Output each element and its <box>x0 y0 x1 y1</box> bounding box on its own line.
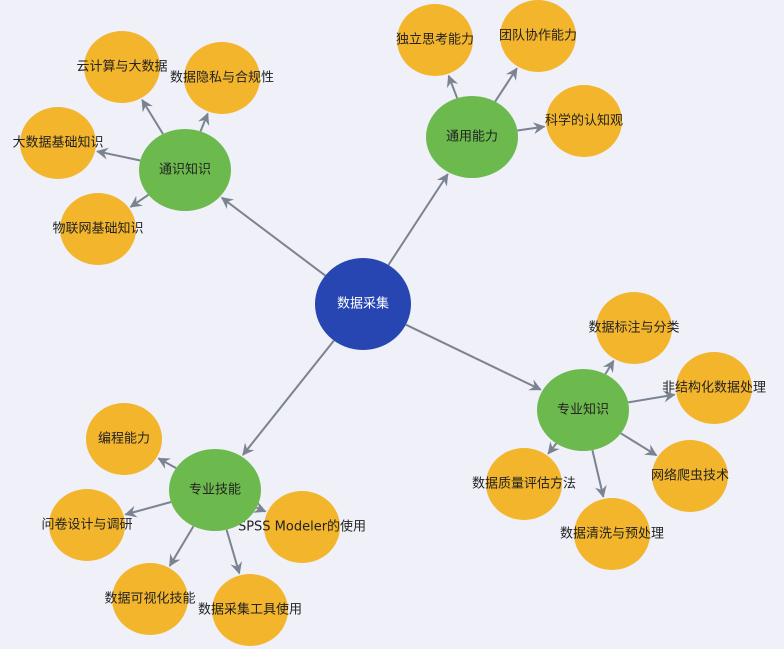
edge-g4-g4b <box>124 501 172 518</box>
group-node-g4[interactable]: 专业技能 <box>169 449 261 531</box>
edge-g4-g4e <box>253 501 267 513</box>
group-node-g1-circle <box>139 129 231 211</box>
leaf-node-g4b-circle <box>49 489 125 561</box>
leaf-node-g3d[interactable]: 数据清洗与预处理 <box>560 498 664 570</box>
leaf-node-g1d-circle <box>60 193 136 265</box>
leaf-node-g2c-circle <box>546 85 622 157</box>
leaf-node-g1a-circle <box>84 31 160 103</box>
edge-g1-g1b <box>198 112 210 132</box>
leaf-node-g2b[interactable]: 团队协作能力 <box>499 0 577 72</box>
edge-g2-g2b <box>494 67 518 103</box>
leaf-node-g1a-label: 云计算与大数据 <box>76 60 167 75</box>
leaf-node-g4a-circle <box>86 403 162 475</box>
group-node-g3-circle <box>537 369 629 451</box>
group-node-g2[interactable]: 通用能力 <box>426 96 518 178</box>
leaf-node-g2b-label: 团队协作能力 <box>499 29 577 44</box>
leaf-node-g4b[interactable]: 问卷设计与调研 <box>41 489 133 561</box>
edge-root-g1 <box>220 196 326 277</box>
group-node-g2-circle <box>426 96 518 178</box>
leaf-node-g2a[interactable]: 独立思考能力 <box>396 4 474 76</box>
group-node-g3[interactable]: 专业知识 <box>537 369 629 451</box>
edge-g3-g3a <box>602 359 615 375</box>
edge-g4-g4a <box>157 457 177 470</box>
leaf-node-g3c[interactable]: 网络爬虫技术 <box>651 440 729 512</box>
leaf-node-g4c[interactable]: 数据可视化技能 <box>104 563 196 635</box>
leaf-node-g3e-circle <box>486 448 562 520</box>
edge-g3-g3d <box>591 449 607 498</box>
leaf-node-g1a[interactable]: 云计算与大数据 <box>76 31 168 103</box>
edge-root-g2 <box>387 173 449 266</box>
leaf-node-g2c-label: 科学的认知观 <box>545 113 623 129</box>
leaf-node-g1b[interactable]: 数据隐私与合规性 <box>170 42 274 114</box>
leaf-node-g2a-circle <box>397 4 473 76</box>
root-node-circle <box>315 258 411 350</box>
edge-g3-g3c <box>620 432 658 457</box>
leaf-node-g3b-circle <box>676 352 752 424</box>
group-node-g3-label: 专业知识 <box>557 402 609 418</box>
edge-g4-g4c <box>168 525 195 567</box>
leaf-node-g4b-label: 问卷设计与调研 <box>41 517 132 533</box>
leaf-node-g3c-label: 网络爬虫技术 <box>651 468 729 484</box>
leaf-node-g1c-label: 大数据基础知识 <box>12 135 103 151</box>
edge-g4-g4d <box>225 529 242 575</box>
leaf-node-g4c-label: 数据可视化技能 <box>104 592 195 607</box>
leaf-node-g2b-circle <box>500 0 576 72</box>
edge-g1-g1a <box>141 99 164 135</box>
group-node-g1-label: 通识知识 <box>159 162 211 178</box>
leaf-node-g3e[interactable]: 数据质量评估方法 <box>472 448 576 520</box>
edge-g3-g3e <box>547 441 560 455</box>
leaf-node-g3d-circle <box>574 498 650 570</box>
leaf-node-g1d[interactable]: 物联网基础知识 <box>52 193 144 265</box>
edge-g1-g1d <box>129 193 149 208</box>
edge-g1-g1c <box>96 147 141 162</box>
leaf-node-g3a-label: 数据标注与分类 <box>588 321 679 336</box>
group-node-g4-label: 专业技能 <box>189 483 241 498</box>
leaf-node-g4a[interactable]: 编程能力 <box>86 403 162 475</box>
leaf-node-g1b-label: 数据隐私与合规性 <box>170 71 274 86</box>
edge-root-g4 <box>242 339 335 456</box>
leaf-node-g1d-label: 物联网基础知识 <box>52 221 143 237</box>
leaf-node-g3c-circle <box>652 440 728 512</box>
leaf-node-g4d[interactable]: 数据采集工具使用 <box>198 574 302 646</box>
group-node-g1[interactable]: 通识知识 <box>139 129 231 211</box>
leaf-node-g1c[interactable]: 大数据基础知识 <box>12 107 104 179</box>
group-node-g4-circle <box>169 449 261 531</box>
leaf-node-g3e-label: 数据质量评估方法 <box>472 476 576 492</box>
leaf-node-g2c[interactable]: 科学的认知观 <box>545 85 623 157</box>
leaf-node-g4d-circle <box>212 574 288 646</box>
leaf-node-g4c-circle <box>112 563 188 635</box>
root-node[interactable]: 数据采集 <box>315 258 411 350</box>
leaf-node-g4e-circle <box>264 491 340 563</box>
edge-root-g3 <box>405 323 542 391</box>
leaf-node-g3b[interactable]: 非结构化数据处理 <box>662 352 766 424</box>
leaf-node-g4a-label: 编程能力 <box>98 432 150 447</box>
leaf-node-g3a[interactable]: 数据标注与分类 <box>588 292 680 364</box>
leaf-node-g3d-label: 数据清洗与预处理 <box>560 527 664 542</box>
leaf-node-g3b-label: 非结构化数据处理 <box>662 381 766 396</box>
group-node-g2-label: 通用能力 <box>446 130 498 145</box>
edge-g3-g3b <box>628 390 676 404</box>
leaf-node-g4d-label: 数据采集工具使用 <box>198 602 302 618</box>
leaf-node-g1b-circle <box>184 42 260 114</box>
edge-g2-g2a <box>446 74 459 99</box>
leaf-node-g4e-label: SPSS Modeler的使用 <box>238 519 366 535</box>
leaf-node-g1c-circle <box>20 107 96 179</box>
leaf-node-g4e[interactable]: SPSS Modeler的使用 <box>238 491 366 563</box>
leaf-node-g3a-circle <box>596 292 672 364</box>
leaf-node-g2a-label: 独立思考能力 <box>396 33 474 48</box>
root-node-label: 数据采集 <box>337 296 389 312</box>
edge-g2-g2c <box>517 122 546 135</box>
